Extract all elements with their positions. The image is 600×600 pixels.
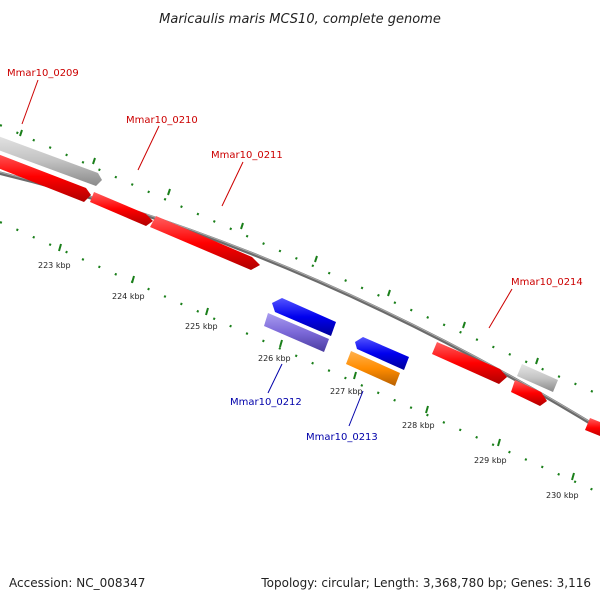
gene-feature-0209[interactable] xyxy=(0,151,91,202)
genome-backbone xyxy=(0,171,600,432)
gene-label-0210: Mmar10_0210 xyxy=(126,115,198,126)
outer-major-ticks xyxy=(19,129,539,365)
tick-label-227: 227 kbp xyxy=(330,387,363,396)
gene-feature-0213-blue[interactable] xyxy=(355,337,409,370)
gene-feature-rna-right[interactable] xyxy=(517,364,558,392)
tick-dot-row-inner xyxy=(0,220,600,495)
map-title: Maricaulis maris MCS10, complete genome xyxy=(159,12,441,27)
gene-feature-0212[interactable] xyxy=(264,313,329,352)
topology-text: Topology: circular; Length: 3,368,780 bp… xyxy=(261,576,591,590)
tick-dot-row-outer xyxy=(0,123,600,397)
gene-feature-0214[interactable] xyxy=(432,342,507,384)
label-leader-lines-reverse xyxy=(267,363,364,427)
gene-feature-0211[interactable] xyxy=(150,216,260,270)
gene-label-0214: Mmar10_0214 xyxy=(511,277,583,288)
gene-label-0212: Mmar10_0212 xyxy=(230,397,302,408)
gene-label-0209: Mmar10_0209 xyxy=(7,68,79,79)
tick-label-225: 225 kbp xyxy=(185,322,218,331)
genome-backbone-highlight xyxy=(0,171,600,429)
gene-feature-red-edge[interactable] xyxy=(585,418,600,438)
gene-label-0213: Mmar10_0213 xyxy=(306,432,378,443)
tick-label-229: 229 kbp xyxy=(474,456,507,465)
gene-feature-0212-blue[interactable] xyxy=(272,298,336,336)
label-leader-lines-forward xyxy=(21,79,513,329)
tick-label-226: 226 kbp xyxy=(258,354,291,363)
tick-label-224: 224 kbp xyxy=(112,292,145,301)
gene-feature-red-small[interactable] xyxy=(511,380,547,406)
gene-label-0211: Mmar10_0211 xyxy=(211,150,283,161)
accession-text: Accession: NC_008347 xyxy=(9,576,146,590)
gene-feature-0213[interactable] xyxy=(346,351,400,386)
gene-feature-rna-0209[interactable] xyxy=(0,133,102,186)
inner-major-ticks xyxy=(58,243,575,481)
tick-label-230: 230 kbp xyxy=(546,491,579,500)
tick-label-228: 228 kbp xyxy=(402,421,435,430)
tick-label-223: 223 kbp xyxy=(38,261,71,270)
gene-feature-0210[interactable] xyxy=(90,192,153,226)
